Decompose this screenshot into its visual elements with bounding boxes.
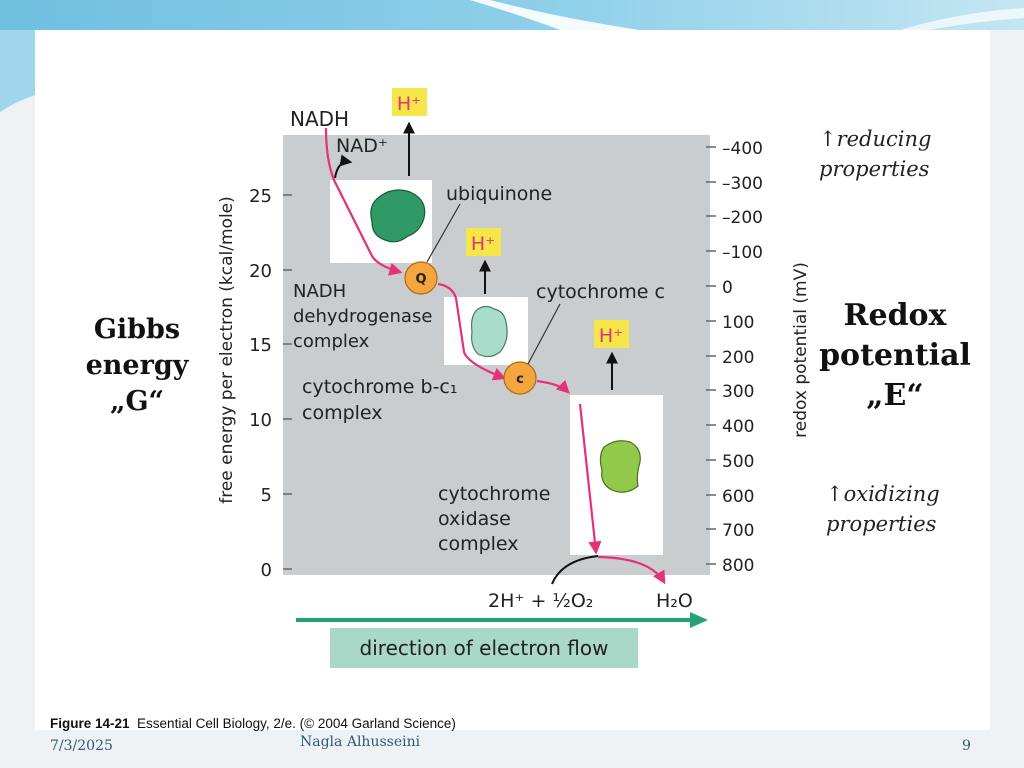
figure-caption: Figure 14-21 Essential Cell Biology, 2/e… <box>50 716 456 731</box>
svg-text:cytochrome: cytochrome <box>438 483 550 505</box>
cytochrome-oxidase-label: cytochrome oxidase complex <box>438 483 550 555</box>
svg-text:cytochrome b-c₁: cytochrome b-c₁ <box>302 376 458 398</box>
left-tick-label: 10 <box>249 410 272 431</box>
reducing-properties-note: ↑reducing properties <box>819 127 932 181</box>
oxidizing-properties-note: ↑oxidizing properties <box>826 482 940 536</box>
svg-text:dehydrogenase: dehydrogenase <box>293 306 432 327</box>
cytochrome-c-label: cytochrome c <box>536 281 665 303</box>
electron-flow-box <box>330 628 638 668</box>
nadh-dehydrogenase-shape <box>370 189 426 243</box>
cytochrome-c-carrier: c <box>503 361 537 395</box>
electron-path <box>578 403 602 555</box>
left-tick-label: 5 <box>261 485 272 506</box>
cytochrome-bc1-label: cytochrome b-c₁ complex <box>302 376 458 424</box>
right-tick-label: 500 <box>722 452 754 472</box>
redox-potential-label: Redox potential „E“ <box>819 298 971 413</box>
right-tick-label: 400 <box>722 417 754 437</box>
footer-author: Nagla Alhusseini <box>300 734 421 750</box>
svg-text:c: c <box>516 372 524 387</box>
cytochrome-oxidase-shape <box>599 440 641 493</box>
cytochrome-c-pointer <box>527 303 561 365</box>
free-energy-axis: 25 20 15 10 5 0 free energy per electron… <box>217 186 292 581</box>
electron-path <box>324 127 403 276</box>
nad-plus-curve <box>334 154 353 179</box>
svg-text:complex: complex <box>438 533 519 555</box>
oxygen-curve <box>551 555 599 585</box>
nad-plus-label: NAD⁺ <box>336 135 388 157</box>
footer-date: 7/3/2025 <box>50 738 113 754</box>
ubiquinone-pointer <box>426 203 461 263</box>
svg-text:H⁺: H⁺ <box>599 325 623 347</box>
right-tick-label: 800 <box>722 556 754 576</box>
water-label: H₂O <box>656 590 693 612</box>
right-tick-label: –300 <box>722 174 763 194</box>
right-tick-label: 100 <box>722 313 754 333</box>
redox-potential-axis: –400 –300 –200 –100 0 100 200 300 400 50… <box>706 139 811 576</box>
h-plus-marker: H⁺ <box>392 88 427 176</box>
right-tick-label: 0 <box>722 278 733 298</box>
electron-path <box>437 282 507 381</box>
svg-text:complex: complex <box>293 331 370 352</box>
left-axis-title: free energy per electron (kcal/mole) <box>217 196 237 504</box>
reactants-label: 2H⁺ + ½O₂ <box>488 590 593 612</box>
svg-text:H⁺: H⁺ <box>471 233 495 255</box>
header-decoration <box>0 0 1024 112</box>
nadh-dehydrogenase-label: NADH dehydrogenase complex <box>293 281 432 352</box>
right-tick-label: 700 <box>722 521 754 541</box>
svg-text:Q: Q <box>415 272 426 287</box>
left-tick-label: 15 <box>249 335 272 356</box>
svg-text:complex: complex <box>302 402 383 424</box>
left-tick-label: 0 <box>261 560 272 581</box>
svg-text:NADH: NADH <box>293 281 346 302</box>
electron-flow-arrowhead <box>690 612 708 628</box>
h-plus-marker: H⁺ <box>594 320 629 390</box>
page-number: 9 <box>962 738 971 754</box>
ubiquinone-carrier: Q <box>404 261 438 295</box>
left-tick-label: 20 <box>249 261 272 282</box>
gibbs-energy-label: Gibbs energy „G“ <box>85 314 189 417</box>
electron-path <box>536 379 570 394</box>
right-tick-label: –100 <box>722 243 763 263</box>
svg-text:H⁺: H⁺ <box>397 93 421 115</box>
h-plus-marker: H⁺ <box>466 228 501 294</box>
right-tick-label: 600 <box>722 487 754 507</box>
electron-path <box>597 555 666 585</box>
right-tick-label: –200 <box>722 208 763 228</box>
cytochrome-bc1-shape <box>471 305 508 358</box>
electron-flow-label: direction of electron flow <box>360 636 609 660</box>
ubiquinone-label: ubiquinone <box>446 183 552 205</box>
right-tick-label: –400 <box>722 139 763 159</box>
right-axis-title: redox potential (mV) <box>791 262 811 438</box>
nadh-label: NADH <box>290 107 349 131</box>
right-tick-label: 300 <box>722 382 754 402</box>
left-tick-label: 25 <box>249 186 272 207</box>
right-tick-label: 200 <box>722 348 754 368</box>
svg-text:oxidase: oxidase <box>438 508 511 530</box>
